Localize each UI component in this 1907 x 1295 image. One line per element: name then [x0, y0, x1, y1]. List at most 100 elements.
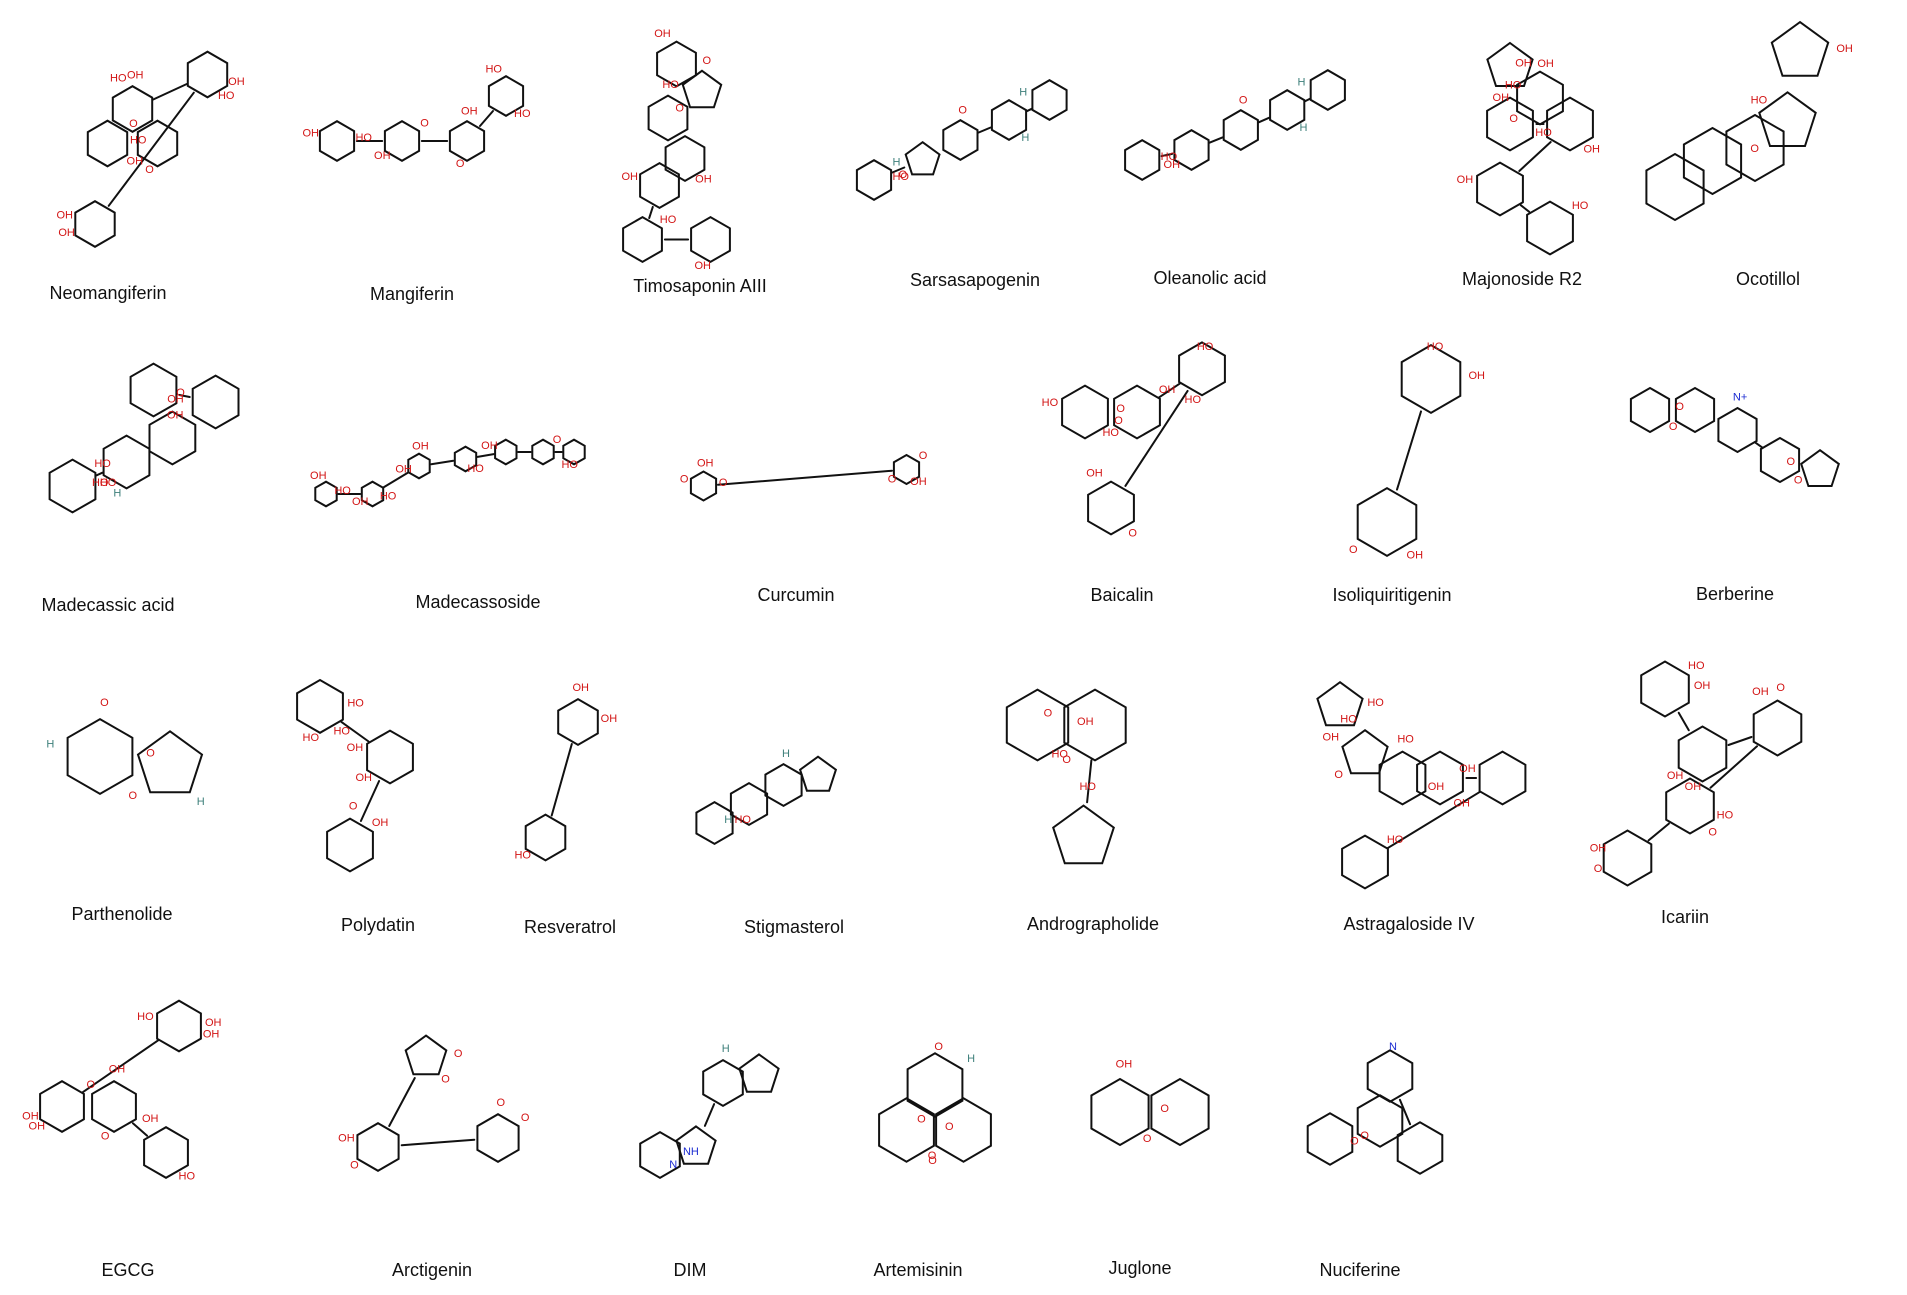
six-membered-ring	[453, 445, 478, 473]
five-membered-ring	[404, 1034, 448, 1076]
six-membered-ring	[1150, 1077, 1210, 1147]
five-membered-ring	[681, 69, 723, 109]
compound-name: Juglone	[1108, 1258, 1172, 1278]
six-membered-ring	[1645, 152, 1705, 222]
linker-bond	[382, 471, 410, 489]
atom-label: HO	[94, 458, 111, 470]
compound-name: Resveratrol	[523, 917, 617, 937]
atom-label: H	[722, 1043, 730, 1055]
linker-bond	[1025, 107, 1033, 113]
six-membered-ring	[487, 75, 525, 117]
five-membered-ring	[904, 140, 941, 176]
five-membered-ring	[136, 730, 204, 794]
atom-label: OH	[694, 260, 711, 272]
six-membered-ring	[366, 729, 414, 785]
six-membered-ring	[1309, 69, 1346, 111]
atom-label: OH	[1453, 797, 1470, 809]
six-membered-ring	[878, 1097, 935, 1163]
linker-bond	[648, 205, 654, 220]
six-membered-ring	[494, 438, 518, 466]
linker-bond	[717, 469, 893, 486]
atom-label: OH	[1583, 143, 1600, 155]
six-membered-ring	[318, 120, 356, 162]
atom-label: OH	[910, 476, 927, 488]
six-membered-ring	[1602, 829, 1653, 887]
atom-label: OH	[1836, 43, 1853, 55]
atom-label: O	[101, 1131, 110, 1143]
atom-label: N+	[1733, 391, 1747, 403]
atom-label: HO	[333, 726, 350, 738]
six-membered-ring	[702, 1058, 744, 1108]
six-membered-ring	[990, 99, 1028, 141]
atom-label: HO	[1042, 397, 1059, 409]
atom-label: O	[1776, 682, 1785, 694]
atom-label: HO	[1505, 80, 1522, 92]
atom-label: O	[129, 790, 138, 802]
six-membered-ring	[1005, 688, 1070, 762]
six-membered-ring	[296, 678, 344, 734]
linker-bond	[95, 471, 104, 477]
linker-bond	[1208, 136, 1224, 144]
compound-name: EGCG	[101, 1260, 155, 1280]
five-membered-ring	[1486, 41, 1534, 87]
atom-label: HO	[1717, 810, 1734, 822]
atom-label: HO	[1102, 427, 1119, 439]
atom-label: OH	[352, 496, 369, 508]
six-membered-ring	[647, 94, 689, 142]
six-membered-ring	[91, 1080, 137, 1133]
atom-label: O	[1239, 94, 1248, 106]
atom-label: OH	[347, 742, 364, 754]
atom-label: O	[350, 1160, 359, 1172]
atom-label: OH	[228, 76, 245, 88]
linker-bond	[152, 83, 188, 101]
six-membered-ring	[1526, 200, 1574, 256]
atom-label: O	[1160, 1103, 1169, 1115]
atom-label: OH	[58, 227, 75, 239]
atom-label: O	[899, 169, 908, 181]
linker-bond	[1086, 759, 1093, 804]
atom-label: OH	[127, 69, 144, 81]
six-membered-ring	[1113, 384, 1161, 440]
linker-bond	[550, 743, 573, 817]
six-membered-ring	[476, 1113, 520, 1163]
atom-label: OH	[621, 171, 638, 183]
atom-label: HO	[347, 697, 364, 709]
atom-label: OH	[1077, 716, 1094, 728]
atom-label: HO	[467, 463, 484, 475]
linker-bond	[476, 453, 495, 458]
atom-label: HO	[218, 90, 235, 102]
atom-label: OH	[167, 394, 184, 406]
five-membered-ring	[798, 755, 838, 792]
linker-bond	[1160, 152, 1174, 158]
six-membered-ring	[136, 119, 179, 168]
six-membered-ring	[156, 999, 202, 1053]
atom-label: O	[1594, 863, 1603, 875]
six-membered-ring	[111, 85, 154, 133]
atom-label: H	[46, 739, 54, 751]
atom-label: O	[1128, 527, 1137, 539]
linker-bond	[340, 720, 370, 743]
atom-label: H	[967, 1053, 975, 1065]
atom-label: OH	[1590, 843, 1607, 855]
